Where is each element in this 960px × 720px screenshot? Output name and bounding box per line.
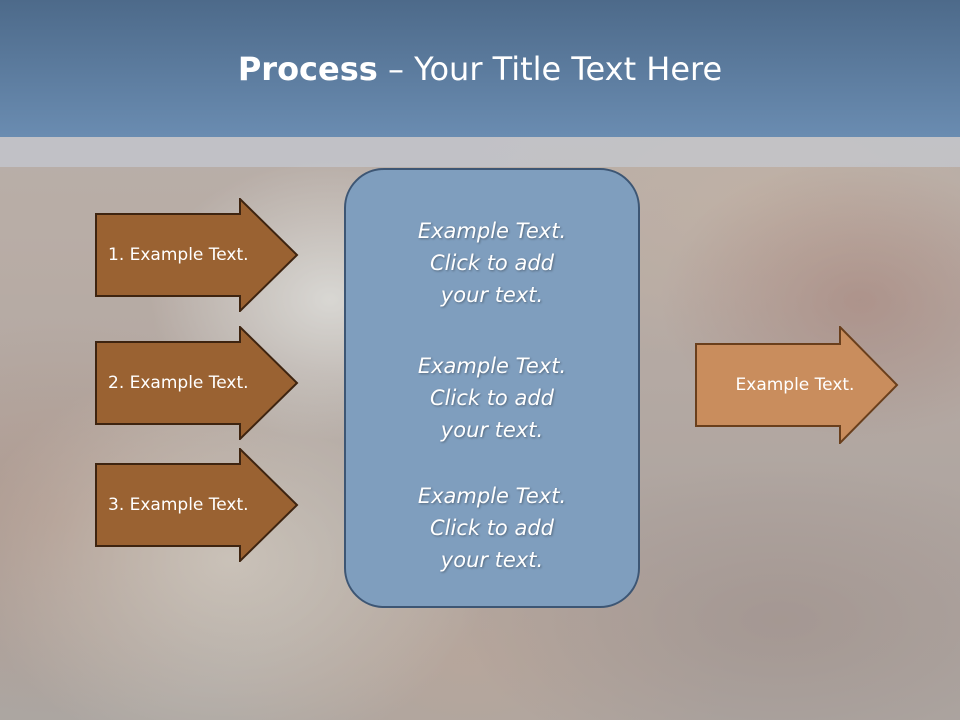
center-text-block-1: Example Text. Click to add your text. bbox=[346, 215, 638, 311]
left-arrow-3[interactable]: 3. Example Text. bbox=[95, 448, 299, 562]
right-arrow-label: Example Text. bbox=[735, 375, 855, 395]
center-text-line: your text. bbox=[440, 548, 544, 572]
right-arrow-shape-icon bbox=[695, 326, 899, 444]
center-text-line: Example Text. bbox=[417, 219, 567, 243]
slide-title-bold: Process bbox=[237, 50, 378, 88]
right-arrow-shape-icon bbox=[95, 326, 299, 440]
left-arrow-2-label: 2. Example Text. bbox=[108, 373, 249, 393]
center-text-block-2: Example Text. Click to add your text. bbox=[346, 350, 638, 446]
center-text-line: Example Text. bbox=[417, 484, 567, 508]
center-text-line: Example Text. bbox=[417, 354, 567, 378]
left-arrow-3-label: 3. Example Text. bbox=[108, 495, 249, 515]
center-text-line: Click to add bbox=[429, 516, 554, 540]
left-arrow-2[interactable]: 2. Example Text. bbox=[95, 326, 299, 440]
slide-title-rest: – Your Title Text Here bbox=[377, 50, 723, 88]
right-arrow[interactable]: Example Text. bbox=[695, 326, 899, 444]
center-text-line: your text. bbox=[440, 283, 544, 307]
left-arrow-1-label: 1. Example Text. bbox=[108, 245, 249, 265]
center-text-line: your text. bbox=[440, 418, 544, 442]
center-text-line: Click to add bbox=[429, 386, 554, 410]
center-content-box[interactable]: Example Text. Click to add your text. Ex… bbox=[344, 168, 640, 608]
center-text-block-3: Example Text. Click to add your text. bbox=[346, 480, 638, 576]
right-arrow-shape-icon bbox=[95, 198, 299, 312]
left-arrow-1[interactable]: 1. Example Text. bbox=[95, 198, 299, 312]
right-arrow-shape-icon bbox=[95, 448, 299, 562]
slide-title[interactable]: Process – Your Title Text Here bbox=[0, 50, 960, 88]
center-text-line: Click to add bbox=[429, 251, 554, 275]
title-bar-strip bbox=[0, 137, 960, 167]
title-bar bbox=[0, 0, 960, 137]
